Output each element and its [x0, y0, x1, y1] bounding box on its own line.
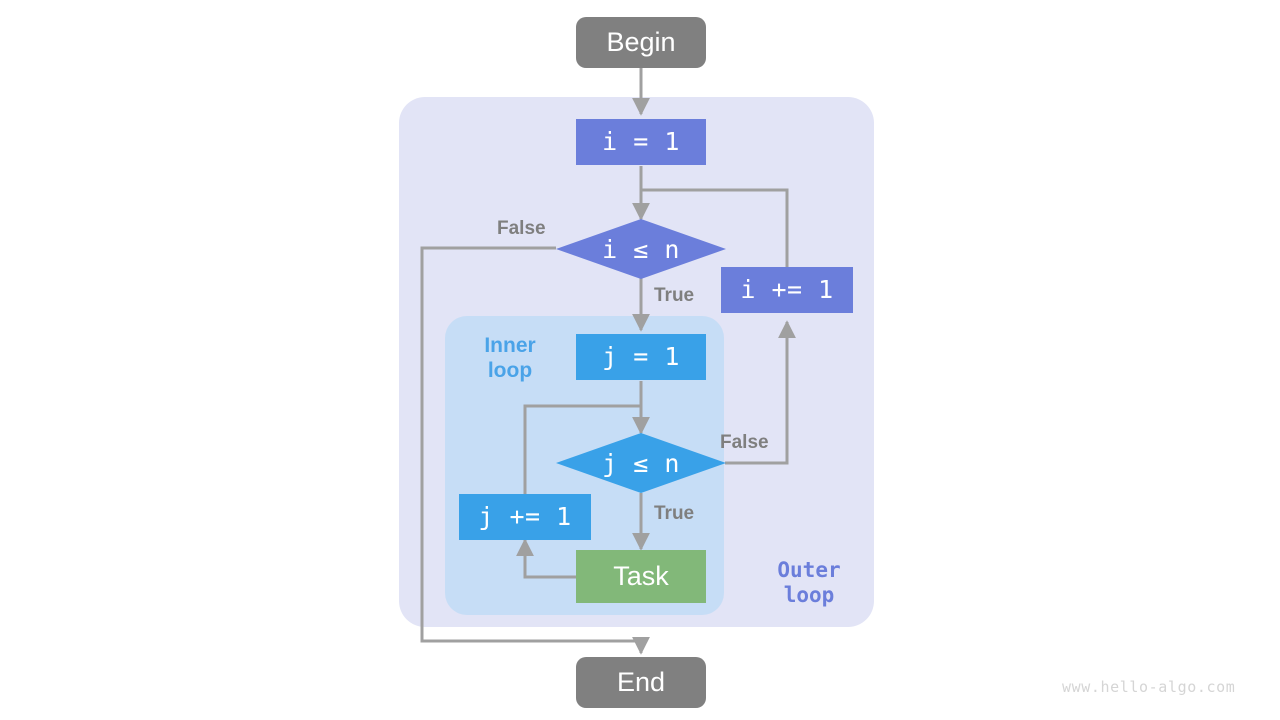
diamond-shape-i-cond — [556, 219, 726, 279]
outer-loop-label: Outer loop — [777, 558, 841, 607]
node-j-cond-label: j ≤ n — [602, 448, 680, 478]
edge-i-cond-false-to-end — [420, 246, 650, 655]
node-i-cond-label: i ≤ n — [602, 234, 680, 264]
node-j-cond[interactable]: j ≤ n — [556, 433, 726, 493]
node-i-init-label: i = 1 — [602, 126, 680, 156]
edge-task-to-j-inc — [516, 538, 576, 579]
node-j-init-label: j = 1 — [602, 341, 680, 371]
watermark: www.hello-algo.com — [1062, 678, 1236, 696]
node-i-inc[interactable]: i += 1 — [721, 267, 853, 313]
inner-loop-label: Inner loop — [484, 334, 536, 382]
node-i-cond[interactable]: i ≤ n — [556, 219, 726, 279]
edge-j-inc-to-j-cond — [523, 404, 641, 495]
edge-j-cond-false-to-i-inc — [725, 320, 796, 465]
node-task[interactable]: Task — [576, 550, 706, 603]
edge-label-i-true: True — [654, 285, 695, 306]
node-begin-label: Begin — [606, 27, 676, 58]
edge-label-i-false: False — [497, 218, 546, 239]
diamond-shape-j-cond — [556, 433, 726, 493]
node-end[interactable]: End — [576, 657, 706, 708]
node-j-inc[interactable]: j += 1 — [459, 494, 591, 540]
node-i-inc-label: i += 1 — [740, 274, 834, 304]
node-end-label: End — [616, 667, 666, 698]
node-j-init[interactable]: j = 1 — [576, 334, 706, 380]
edge-label-j-true: True — [654, 503, 695, 524]
node-i-init[interactable]: i = 1 — [576, 119, 706, 165]
node-begin[interactable]: Begin — [576, 17, 706, 68]
node-task-label: Task — [613, 561, 669, 592]
edge-i-inc-to-i-cond — [641, 188, 789, 267]
edge-label-j-false: False — [720, 432, 769, 453]
node-j-inc-label: j += 1 — [478, 501, 572, 531]
